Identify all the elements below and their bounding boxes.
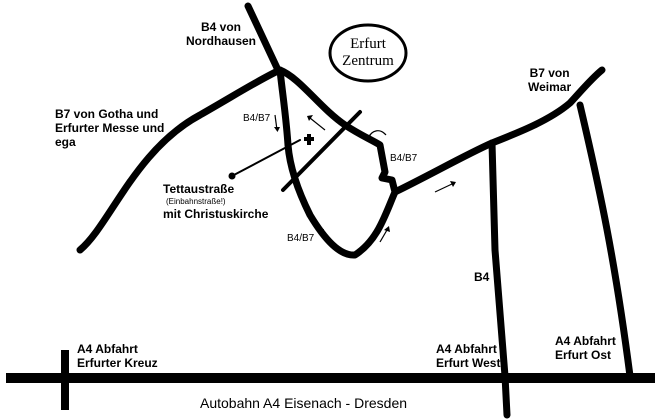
label-line: A4 Abfahrt xyxy=(77,342,138,356)
arrow-icon xyxy=(307,115,326,131)
label-line: Erfurter Kreuz xyxy=(77,356,158,370)
label-b4: B4 xyxy=(474,270,490,284)
label-line: Erfurt Ost xyxy=(555,348,612,362)
label-tettaustrasse: Tettaustraße xyxy=(163,182,235,196)
label-line: A4 Abfahrt xyxy=(555,334,616,348)
label-a4-erfurter-kreuz: A4 Abfahrt Erfurter Kreuz xyxy=(77,342,158,370)
road-erfurt-ost xyxy=(576,101,634,380)
arrow-icon xyxy=(366,130,387,141)
road-b4-south xyxy=(488,139,511,419)
label-line: Erfurt West xyxy=(436,356,501,370)
arrow-icon xyxy=(379,226,390,243)
label-a4-erfurt-west: A4 Abfahrt Erfurt West xyxy=(436,342,500,370)
label-autobahn: Autobahn A4 Eisenach - Dresden xyxy=(200,395,408,411)
label-b7-weimar: B7 von Weimar xyxy=(528,66,571,94)
road-b4-nordhausen xyxy=(244,2,282,74)
label-line: Erfurter Messe und xyxy=(55,121,165,135)
road-inner-ring xyxy=(276,66,399,259)
label-line: B4 von xyxy=(201,20,242,34)
label-erfurt-zentrum: Erfurt Zentrum xyxy=(335,36,401,70)
zentrum-ellipse xyxy=(328,23,408,83)
label-a4-erfurt-ost: A4 Abfahrt Erfurt Ost xyxy=(555,334,616,362)
road-b7-gotha xyxy=(76,66,284,254)
label-b4b7-left: B4/B7 xyxy=(243,113,271,124)
label-b4b7-right: B4/B7 xyxy=(390,153,418,164)
tettau-pointer-line xyxy=(231,139,301,177)
arrow-icon xyxy=(434,181,456,193)
label-line: Nordhausen xyxy=(186,34,257,48)
label-line: B7 von xyxy=(529,66,570,80)
arrow-icon xyxy=(311,219,324,236)
road-b7-weimar xyxy=(391,66,606,196)
dot-icon xyxy=(228,172,236,180)
label-b7-gotha: B7 von Gotha und Erfurter Messe und ega xyxy=(55,107,164,149)
cross-icon xyxy=(304,134,314,145)
label-einbahnstrasse: (Einbahnstraße!) xyxy=(166,197,226,206)
arrow-icon xyxy=(274,114,280,132)
label-line: B7 von Gotha und xyxy=(55,107,159,121)
label-line: A4 Abfahrt xyxy=(436,342,497,356)
label-b4b7-bottom: B4/B7 xyxy=(287,233,315,244)
label-line: Erfurt xyxy=(350,36,386,52)
label-line: ega xyxy=(55,135,76,149)
label-line: Weimar xyxy=(528,80,572,94)
label-b4-nordhausen: B4 von Nordhausen xyxy=(186,20,256,48)
label-line: Zentrum xyxy=(342,53,394,69)
road-tettaustrasse xyxy=(281,110,362,192)
label-christuskirche: mit Christuskirche xyxy=(163,207,269,221)
